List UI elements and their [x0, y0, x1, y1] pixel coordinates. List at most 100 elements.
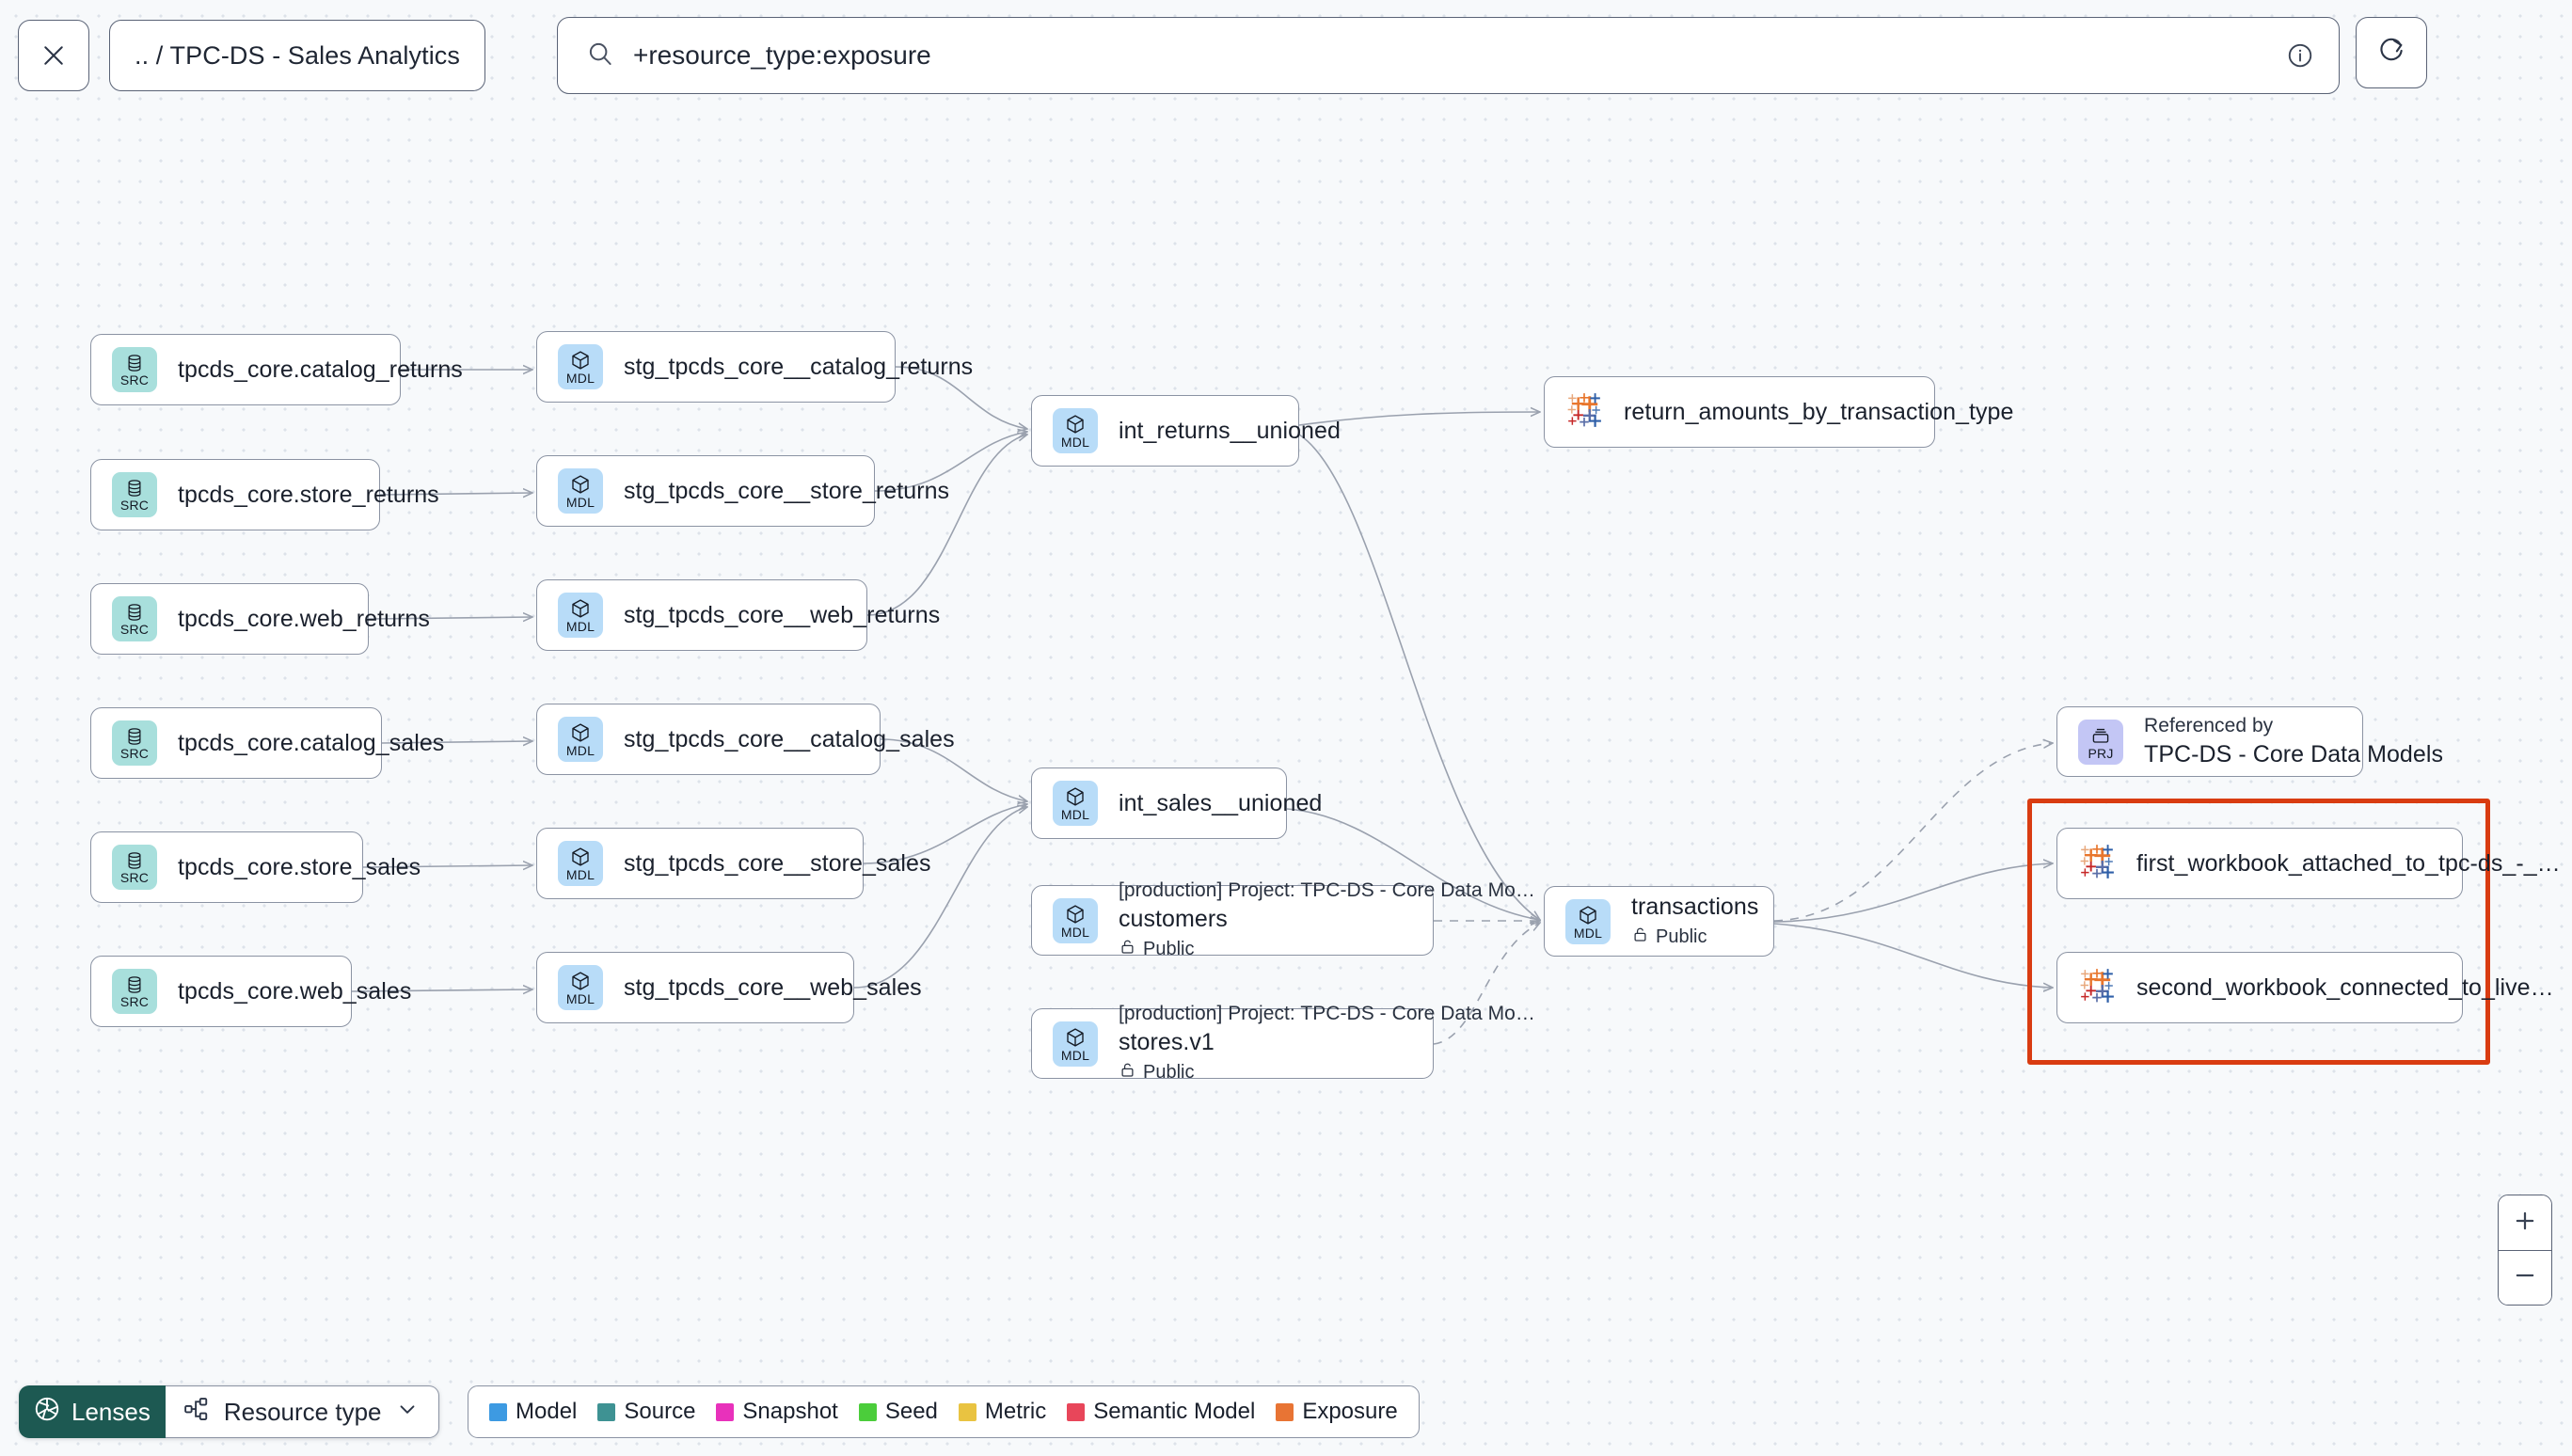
legend-item-seed[interactable]: Seed: [858, 1399, 938, 1425]
legend-item-metric[interactable]: Metric: [958, 1399, 1047, 1425]
node-title: int_returns__unioned: [1119, 417, 1341, 444]
resource-badge-src: SRC: [112, 720, 157, 766]
node-labels: int_sales__unioned: [1119, 789, 1323, 817]
node-visibility-badge: Public: [1631, 926, 1753, 949]
node-title: stores.v1: [1119, 1029, 1215, 1055]
legend-item-exposure[interactable]: Exposure: [1276, 1399, 1398, 1425]
node-title: stg_tpcds_core__web_sales: [624, 973, 922, 1001]
legend-swatch: [716, 1402, 735, 1421]
legend-swatch: [1067, 1402, 1086, 1421]
search-input[interactable]: [633, 40, 2267, 71]
lineage-node-src_web_sales[interactable]: SRC tpcds_core.web_sales: [90, 956, 412, 1027]
lineage-node-return_amounts[interactable]: return_amounts_by_transaction_type: [1544, 376, 2013, 448]
legend-swatch: [597, 1402, 616, 1421]
node-labels: tpcds_core.store_returns: [178, 481, 439, 509]
resource-type-dropdown[interactable]: Resource type: [165, 1385, 439, 1438]
top-toolbar: .. / TPC-DS - Sales Analytics: [0, 0, 2572, 111]
unlock-icon: [1119, 938, 1136, 961]
resource-badge-mdl: MDL: [1053, 781, 1098, 826]
node-title: transactions: [1631, 894, 1759, 920]
refresh-button[interactable]: [2356, 17, 2427, 88]
resource-badge-mdl: MDL: [1053, 408, 1098, 453]
zoom-controls: [2498, 1195, 2552, 1306]
node-title: stg_tpcds_core__store_returns: [624, 477, 950, 504]
node-visibility-badge: Public: [1119, 938, 1412, 961]
node-visibility-label: Public: [1656, 926, 1707, 947]
resource-type-label: Resource type: [223, 1397, 382, 1426]
unlock-icon: [1631, 926, 1649, 949]
node-title: second_workbook_connected_to_live…: [2136, 973, 2554, 1001]
node-title: tpcds_core.web_returns: [178, 605, 430, 632]
resource-badge-src: SRC: [112, 969, 157, 1014]
node-subtitle: [production] Project: TPC-DS - Core Data…: [1119, 879, 1535, 901]
lineage-node-second_workbook[interactable]: second_workbook_connected_to_live…: [2056, 952, 2554, 1023]
legend-swatch: [858, 1402, 877, 1421]
chevron-down-icon: [395, 1397, 420, 1428]
refresh-icon: [2376, 36, 2406, 71]
lineage-node-customers[interactable]: MDL[production] Project: TPC-DS - Core D…: [1031, 879, 1535, 959]
breadcrumb[interactable]: .. / TPC-DS - Sales Analytics: [109, 20, 486, 91]
lineage-node-first_workbook[interactable]: first_workbook_attached_to_tpc-ds_-_…: [2056, 828, 2561, 899]
legend-swatch: [958, 1402, 976, 1421]
zoom-in-button[interactable]: [2499, 1195, 2551, 1250]
node-labels: tpcds_core.web_sales: [178, 977, 412, 1005]
lineage-node-int_sales_unioned[interactable]: MDL int_sales__unioned: [1031, 768, 1323, 839]
resource-badge-mdl: MDL: [558, 965, 603, 1010]
tableau-icon: [2078, 843, 2116, 885]
node-labels: tpcds_core.catalog_sales: [178, 730, 444, 757]
node-title: stg_tpcds_core__web_returns: [624, 601, 941, 628]
node-visibility-label: Public: [1143, 939, 1195, 959]
node-labels: tpcds_core.web_returns: [178, 605, 430, 633]
node-title: int_sales__unioned: [1119, 789, 1323, 816]
legend-label: Source: [624, 1399, 696, 1424]
node-title: tpcds_core.store_sales: [178, 853, 421, 880]
lineage-node-stg_web_sales[interactable]: MDL stg_tpcds_core__web_sales: [536, 952, 922, 1023]
node-visibility-badge: Public: [1119, 1061, 1412, 1084]
node-title: tpcds_core.web_sales: [178, 977, 412, 1005]
lineage-node-stg_catalog_returns[interactable]: MDL stg_tpcds_core__catalog_returns: [536, 331, 973, 403]
lineage-node-int_returns_unioned[interactable]: MDL int_returns__unioned: [1031, 395, 1341, 467]
legend-item-source[interactable]: Source: [597, 1399, 695, 1425]
node-labels: first_workbook_attached_to_tpc-ds_-_…: [2136, 850, 2561, 878]
minus-icon: [2512, 1262, 2538, 1293]
plus-icon: [2512, 1208, 2538, 1239]
legend-label: Exposure: [1302, 1399, 1398, 1424]
node-title: tpcds_core.store_returns: [178, 481, 439, 508]
node-labels: stg_tpcds_core__store_sales: [624, 850, 930, 878]
node-labels: int_returns__unioned: [1119, 417, 1341, 445]
legend-item-semantic-model[interactable]: Semantic Model: [1067, 1399, 1255, 1425]
zoom-out-button[interactable]: [2499, 1250, 2551, 1305]
close-icon: [40, 41, 68, 70]
legend-item-model[interactable]: Model: [489, 1399, 577, 1425]
resource-badge-mdl: MDL: [558, 344, 603, 389]
legend-label: Metric: [984, 1399, 1047, 1424]
aperture-icon: [33, 1395, 61, 1430]
lineage-node-src_catalog_sales[interactable]: SRC tpcds_core.catalog_sales: [90, 707, 444, 779]
legend-item-snapshot[interactable]: Snapshot: [716, 1399, 838, 1425]
node-labels: second_workbook_connected_to_live…: [2136, 973, 2554, 1002]
node-labels: tpcds_core.catalog_returns: [178, 356, 463, 384]
resource-type-legend: Model Source Snapshot Seed Metric Semantic Mo…: [468, 1385, 1420, 1438]
lineage-node-stores_v1[interactable]: MDL[production] Project: TPC-DS - Core D…: [1031, 1003, 1535, 1083]
search-bar[interactable]: [557, 17, 2340, 94]
lenses-button[interactable]: Lenses: [19, 1385, 166, 1438]
node-title: customers: [1119, 906, 1228, 932]
node-labels: return_amounts_by_transaction_type: [1624, 399, 2013, 426]
node-labels: stg_tpcds_core__catalog_returns: [624, 354, 973, 381]
resource-badge-mdl: MDL: [558, 717, 603, 762]
info-circle-icon[interactable]: [2286, 41, 2314, 70]
close-button[interactable]: [18, 20, 89, 91]
